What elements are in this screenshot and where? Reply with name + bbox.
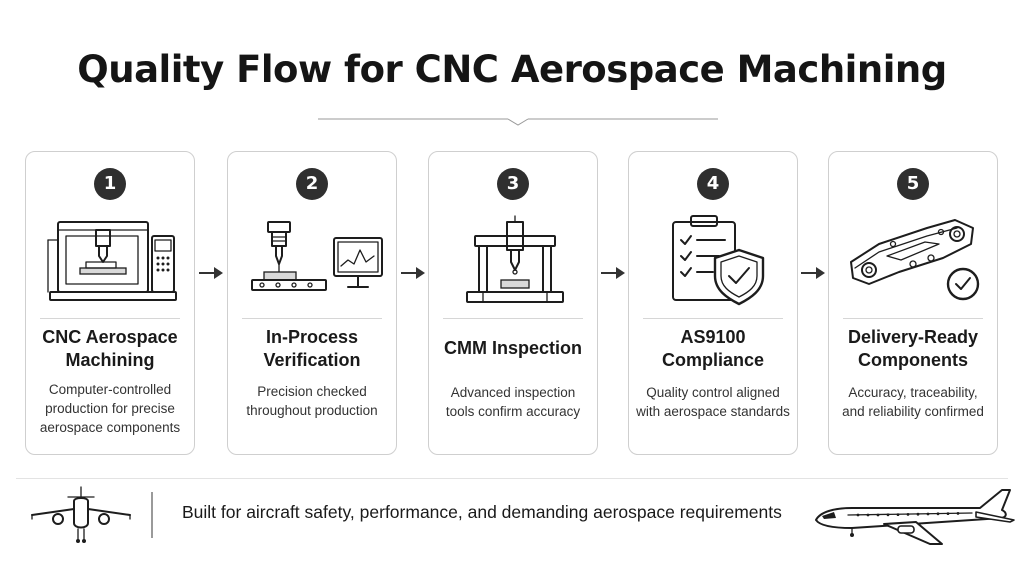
- step-card-3: 3 CMM Inspection Advanced inspection too…: [428, 151, 598, 455]
- footer-separator: [151, 492, 153, 538]
- footer-text: Built for aircraft safety, performance, …: [182, 502, 782, 522]
- flow-arrow-icon: [801, 267, 825, 279]
- checklist-shield-icon: [672, 215, 765, 306]
- step-title: Delivery-Ready Components: [847, 327, 979, 370]
- step-description: Computer-controlled production for preci…: [39, 382, 181, 435]
- card-divider: [242, 318, 382, 319]
- step-title: AS9100 Compliance: [661, 327, 765, 370]
- step-description: Precision checked throughout production: [246, 384, 378, 418]
- step-description: Quality control aligned with aerospace s…: [636, 385, 790, 419]
- flow-arrow-icon: [199, 267, 223, 279]
- card-divider: [40, 318, 180, 319]
- step-description: Accuracy, traceability, and reliability …: [842, 385, 984, 419]
- step-card-2: 2 In-Process Verification Precision chec…: [227, 151, 397, 455]
- flow-arrow-icon: [601, 267, 625, 279]
- spindle-and-monitor-icon: [251, 221, 383, 291]
- card-divider: [443, 318, 583, 319]
- step-title: CMM Inspection: [444, 338, 582, 358]
- cnc-machine-icon: [47, 221, 177, 301]
- cmm-machine-icon: [466, 215, 564, 303]
- page-title: Quality Flow for CNC Aerospace Machining: [77, 48, 947, 91]
- step-title: CNC Aerospace Machining: [42, 327, 178, 370]
- step-number-badge: 1: [94, 168, 126, 200]
- step-number-badge: 4: [697, 168, 729, 200]
- step-description: Advanced inspection tools confirm accura…: [445, 385, 581, 419]
- airplane-side-icon: [815, 489, 1015, 545]
- flow-arrow-icon: [401, 267, 425, 279]
- step-number-badge: 3: [497, 168, 529, 200]
- card-divider: [643, 318, 783, 319]
- airplane-front-icon: [31, 486, 131, 543]
- footer-rule: [16, 478, 1008, 479]
- step-title: In-Process Verification: [263, 327, 361, 370]
- step-number-badge: 2: [296, 168, 328, 200]
- step-number-badge: 5: [897, 168, 929, 200]
- title-underline: [318, 118, 718, 126]
- card-divider: [843, 318, 983, 319]
- step-card-4: 4 AS9100 Compliance Quality control alig…: [628, 151, 798, 455]
- machined-part-check-icon: [850, 219, 980, 301]
- step-card-5: 5 Delivery-Ready Components Accuracy, tr…: [828, 151, 998, 455]
- step-card-1: 1 CNC Aerospace Machining Computer-contr…: [25, 151, 195, 455]
